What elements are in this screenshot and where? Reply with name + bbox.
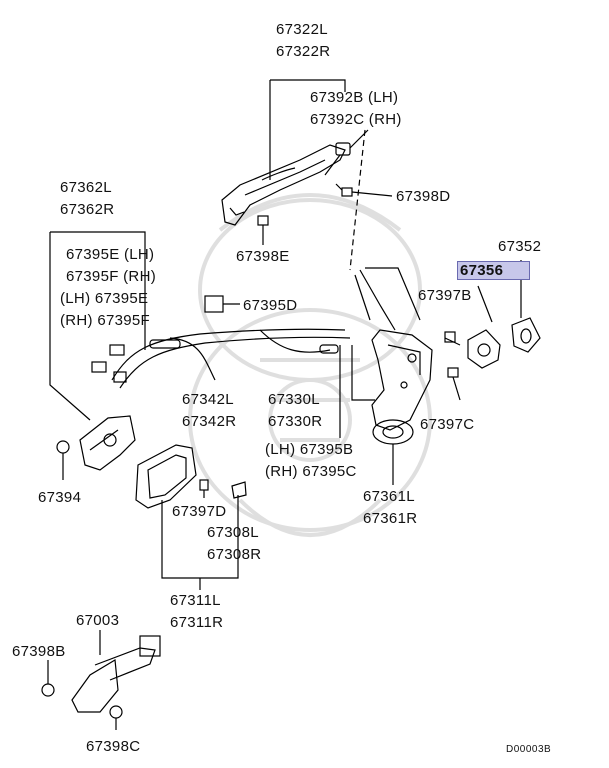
label-67352: 67352 — [498, 238, 542, 255]
label-67398e: 67398E — [236, 248, 290, 265]
label-67003: 67003 — [76, 612, 120, 629]
label-67397c: 67397C — [420, 416, 475, 433]
inside-handle-lever — [79, 415, 136, 471]
label-67311l: 67311L — [170, 592, 221, 609]
striker-67356 — [467, 329, 501, 369]
label-67308l: 67308L — [207, 524, 259, 541]
label-67394: 67394 — [38, 489, 82, 506]
label-67398b: 67398B — [12, 643, 66, 660]
clip-67392 — [335, 142, 351, 156]
diagram-code: D00003B — [506, 744, 552, 755]
label-67330l: 67330L — [268, 391, 320, 408]
label-67398d: 67398D — [396, 188, 451, 205]
label-67395c: (RH) 67395C — [265, 463, 357, 480]
label-67395b: (LH) 67395B — [265, 441, 354, 458]
label-67356: 67356 — [457, 261, 530, 280]
clip-67395d — [204, 295, 224, 313]
screw-67398d — [335, 183, 393, 197]
cover-67308 — [231, 481, 247, 499]
label-67322l: 67322L — [276, 21, 328, 38]
label-67308r: 67308R — [207, 546, 262, 563]
inside-handle-bezel — [135, 444, 197, 509]
label-67395e-lh: 67395E (LH) — [66, 246, 155, 263]
clip-67394 — [56, 440, 70, 480]
screw-67398e — [257, 215, 269, 245]
label-67397d: 67397D — [172, 503, 227, 520]
label-67395d: 67395D — [243, 297, 298, 314]
label-67311r: 67311R — [170, 614, 224, 631]
label-67361l: 67361L — [363, 488, 415, 505]
label-67395f-rh: 67395F (RH) — [66, 268, 156, 285]
label-lh-67395e: (LH) 67395E — [60, 290, 149, 307]
spacer-67352 — [511, 317, 541, 353]
door-check — [71, 630, 161, 713]
label-67362r: 67362R — [60, 201, 115, 218]
label-67397b: 67397B — [418, 287, 472, 304]
watermark-crest — [188, 193, 432, 537]
label-67392c: 67392C (RH) — [310, 111, 402, 128]
label-67342r: 67342R — [182, 413, 237, 430]
label-67398c: 67398C — [86, 738, 141, 755]
label-67362l: 67362L — [60, 179, 112, 196]
outside-handle — [221, 144, 346, 226]
label-67322r: 67322R — [276, 43, 331, 60]
label-67361r: 67361R — [363, 510, 418, 527]
label-67392b: 67392B (LH) — [310, 89, 399, 106]
label-67342l: 67342L — [182, 391, 234, 408]
cable-67342 — [111, 328, 346, 381]
label-67330r: 67330R — [268, 413, 323, 430]
label-rh-67395f: (RH) 67395F — [60, 312, 150, 329]
